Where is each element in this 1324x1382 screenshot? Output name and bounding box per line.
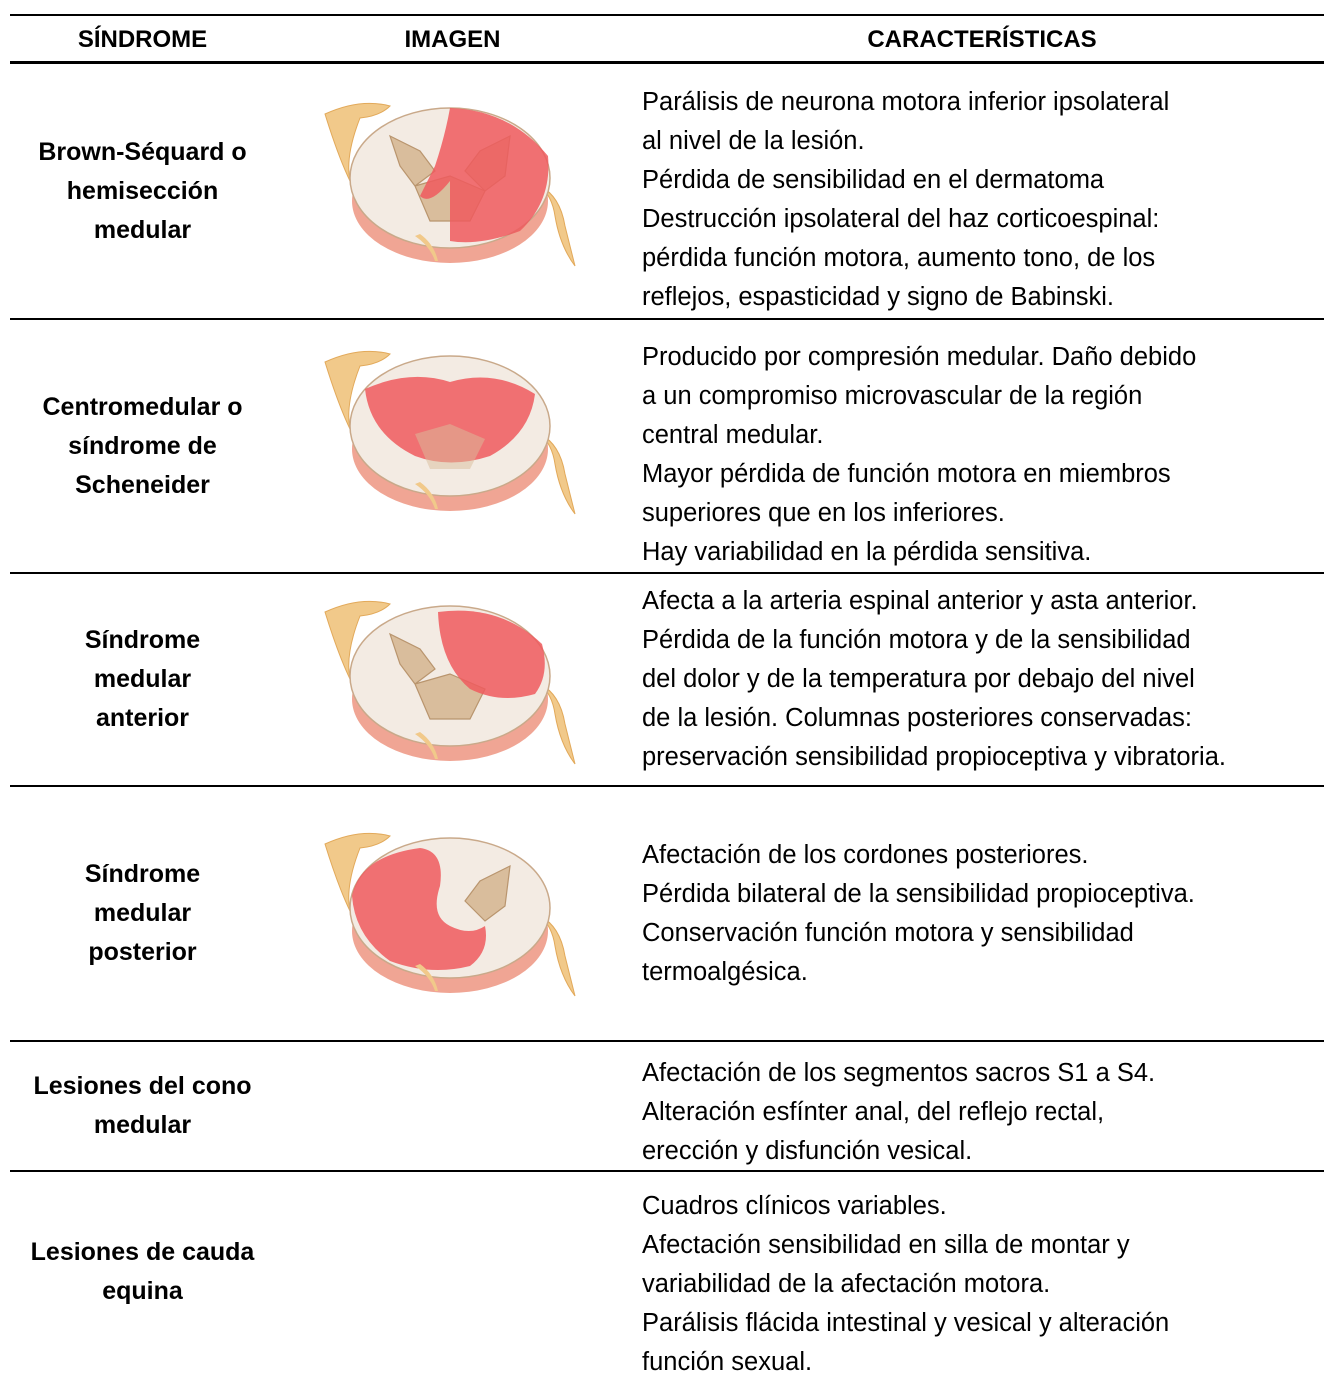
row-separator <box>10 785 1324 787</box>
syndrome-description: Cuadros clínicos variables.Afectación se… <box>642 1192 1170 1376</box>
header-sindrome: SÍNDROME <box>77 26 208 53</box>
syndrome-description: Afectación de los cordones posteriores.P… <box>642 841 1195 986</box>
row-separator <box>10 1170 1324 1172</box>
header-rule <box>10 61 1324 64</box>
row-separator <box>10 318 1324 320</box>
spinal-cord-illustration <box>324 832 576 997</box>
syndrome-description: Afectación de los segmentos sacros S1 a … <box>642 1059 1156 1165</box>
row-separator <box>10 572 1324 574</box>
spinal-cord-posterior-image <box>324 832 576 997</box>
spinal-cord-illustration <box>324 102 576 267</box>
spinal-cord-illustration <box>324 600 576 765</box>
syndrome-description: Parálisis de neurona motora inferior ips… <box>642 88 1170 311</box>
header-imagen: IMAGEN <box>404 26 501 53</box>
syndrome-description: Producido por compresión medular. Daño d… <box>642 343 1197 566</box>
spinal-cord-centromedular-image <box>324 350 576 515</box>
spinal-cord-illustration <box>324 350 576 515</box>
header-caracteristicas: CARACTERÍSTICAS <box>867 26 1097 53</box>
syndrome-description: Afecta a la arteria espinal anterior y a… <box>642 587 1226 771</box>
spinal-cord-brown-sequard-image <box>324 102 576 267</box>
row-separator <box>10 1040 1324 1042</box>
table-top-rule <box>10 14 1324 16</box>
spinal-cord-anterior-image <box>324 600 576 765</box>
